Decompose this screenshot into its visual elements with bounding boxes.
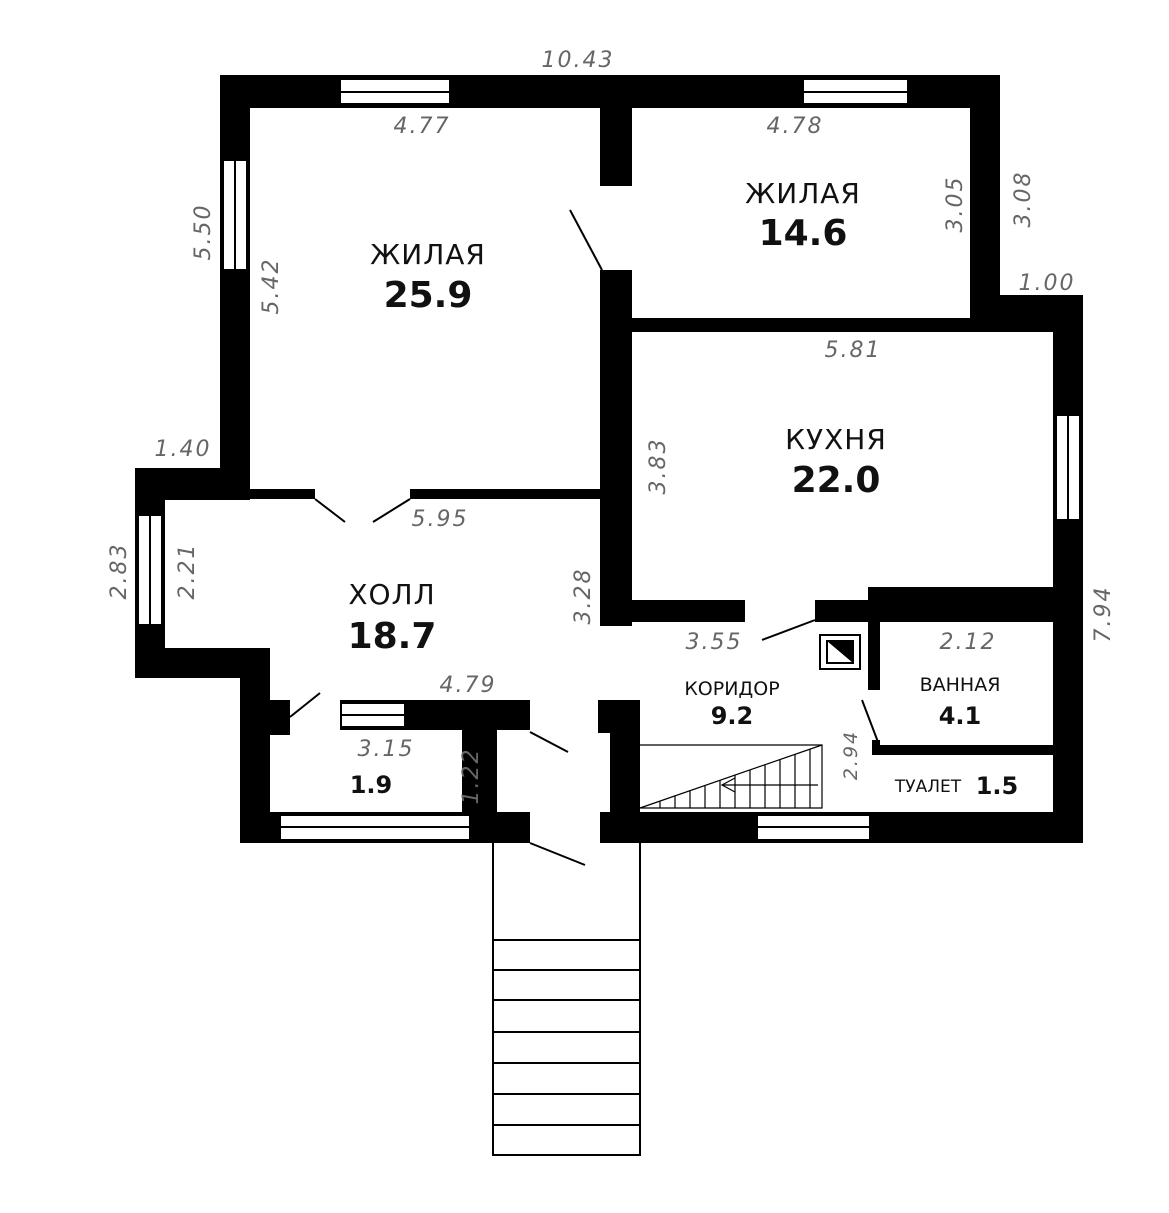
- dim-living1-width: 4.77: [394, 114, 451, 139]
- dim-kitchen-width: 5.81: [825, 338, 882, 363]
- dim-right-outer-height: 7.94: [1091, 586, 1116, 643]
- windows: [137, 78, 1081, 841]
- room-name-living1: ЖИЛАЯ: [370, 238, 486, 271]
- dim-living2-outer-height: 3.08: [1011, 171, 1036, 228]
- dim-wc-height: 1.22: [459, 748, 484, 805]
- room-area-bath: 4.1: [939, 702, 982, 730]
- dim-corridor-width: 3.55: [686, 630, 743, 655]
- dim-living1-height: 5.42: [259, 258, 284, 315]
- dim-living2-height: 3.05: [943, 176, 968, 233]
- room-area-toilet: 1.5: [976, 772, 1019, 800]
- room-name-living2: ЖИЛАЯ: [745, 177, 861, 210]
- dimension-labels: 10.43 4.77 4.78 5.50 5.42 3.05 3.08 1.00…: [107, 48, 1116, 804]
- room-name-hall: ХОЛЛ: [348, 578, 435, 611]
- dim-hall-height: 2.21: [175, 543, 200, 600]
- room-area-living2: 14.6: [759, 213, 848, 254]
- entrance-stairs: [492, 843, 641, 1156]
- dim-wc-width: 3.15: [358, 737, 415, 762]
- room-area-wc-small: 1.9: [350, 771, 393, 799]
- room-area-corridor: 9.2: [711, 702, 754, 730]
- dim-hall-width: 5.95: [412, 507, 469, 532]
- dim-hall-outer-height: 2.83: [107, 543, 132, 600]
- dim-bath-width: 2.12: [940, 630, 997, 655]
- room-name-toilet: ТУАЛЕТ: [894, 777, 962, 797]
- dim-living2-width: 4.78: [767, 114, 824, 139]
- room-name-kitchen: КУХНЯ: [785, 423, 887, 456]
- room-name-corridor: КОРИДОР: [684, 678, 779, 700]
- doors: [289, 209, 879, 866]
- dim-living1-outer-height: 5.50: [191, 204, 216, 261]
- room-area-hall: 18.7: [348, 616, 437, 657]
- room-area-kitchen: 22.0: [792, 460, 881, 501]
- dim-total-width: 10.43: [542, 48, 615, 73]
- vent-icon: [819, 634, 861, 670]
- dim-kitchen-height: 3.83: [646, 438, 671, 495]
- inner-staircase: [639, 744, 823, 809]
- dim-step-right: 1.00: [1019, 271, 1076, 296]
- room-area-living1: 25.9: [384, 275, 473, 316]
- dim-corridor-height: 2.94: [840, 730, 862, 780]
- room-name-bath: ВАННАЯ: [920, 674, 1001, 696]
- dim-hall-bottom-width: 4.79: [440, 673, 497, 698]
- dim-hall-right-height: 3.28: [571, 568, 596, 625]
- room-labels: ЖИЛАЯ 25.9 ЖИЛАЯ 14.6 КУХНЯ 22.0 ХОЛЛ 18…: [348, 177, 1019, 800]
- dim-step-left: 1.40: [155, 437, 212, 462]
